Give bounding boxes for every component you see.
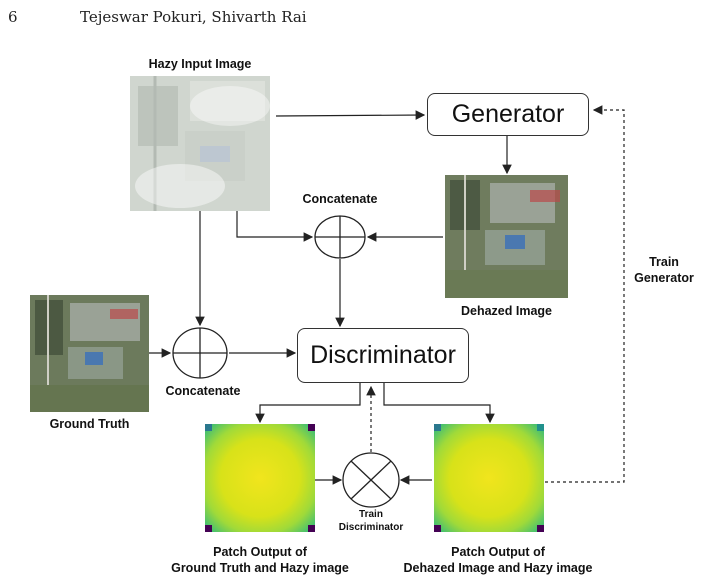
concatenate-bottom-label: Concatenate (165, 384, 241, 398)
train-discriminator-label-line2: Discriminator (338, 522, 404, 533)
arrow-discriminator-to-patch-left (255, 382, 361, 424)
patch-output-left-label-line2: Ground Truth and Hazy image (171, 561, 349, 575)
hazy-input-image (130, 76, 270, 211)
loss-times-icon (342, 452, 400, 508)
generator-block: Generator (427, 93, 589, 136)
ground-truth-image (30, 295, 149, 412)
patch-output-right-heatmap (434, 424, 544, 532)
ground-truth-label: Ground Truth (49, 417, 130, 431)
patch-output-left-heatmap (205, 424, 315, 532)
train-generator-label-line1: Train (649, 255, 679, 269)
dehazed-image (445, 175, 568, 298)
arrow-discriminator-to-patch-right (383, 382, 495, 424)
arrow-train-generator (545, 105, 625, 483)
patch-output-right-label-line2: Dehazed Image and Hazy image (403, 561, 593, 575)
patch-output-left-label-line1: Patch Output of (213, 545, 307, 559)
dehazed-image-label: Dehazed Image (460, 304, 552, 318)
hazy-input-label: Hazy Input Image (148, 57, 252, 71)
train-generator-label-line2: Generator (634, 271, 694, 285)
concatenate-top-label: Concatenate (302, 192, 378, 206)
arrow-hazy-to-concat-top (236, 211, 314, 242)
concatenate-bottom-icon (172, 327, 228, 379)
page-number: 6 (8, 8, 18, 26)
discriminator-block: Discriminator (297, 328, 469, 383)
train-discriminator-label-line1: Train (359, 509, 383, 520)
arrow-hazy-to-generator (275, 110, 426, 120)
running-header-authors: Tejeswar Pokuri, Shivarth Rai (80, 8, 307, 26)
concatenate-top-icon (314, 215, 366, 259)
patch-output-right-label-line1: Patch Output of (451, 545, 545, 559)
